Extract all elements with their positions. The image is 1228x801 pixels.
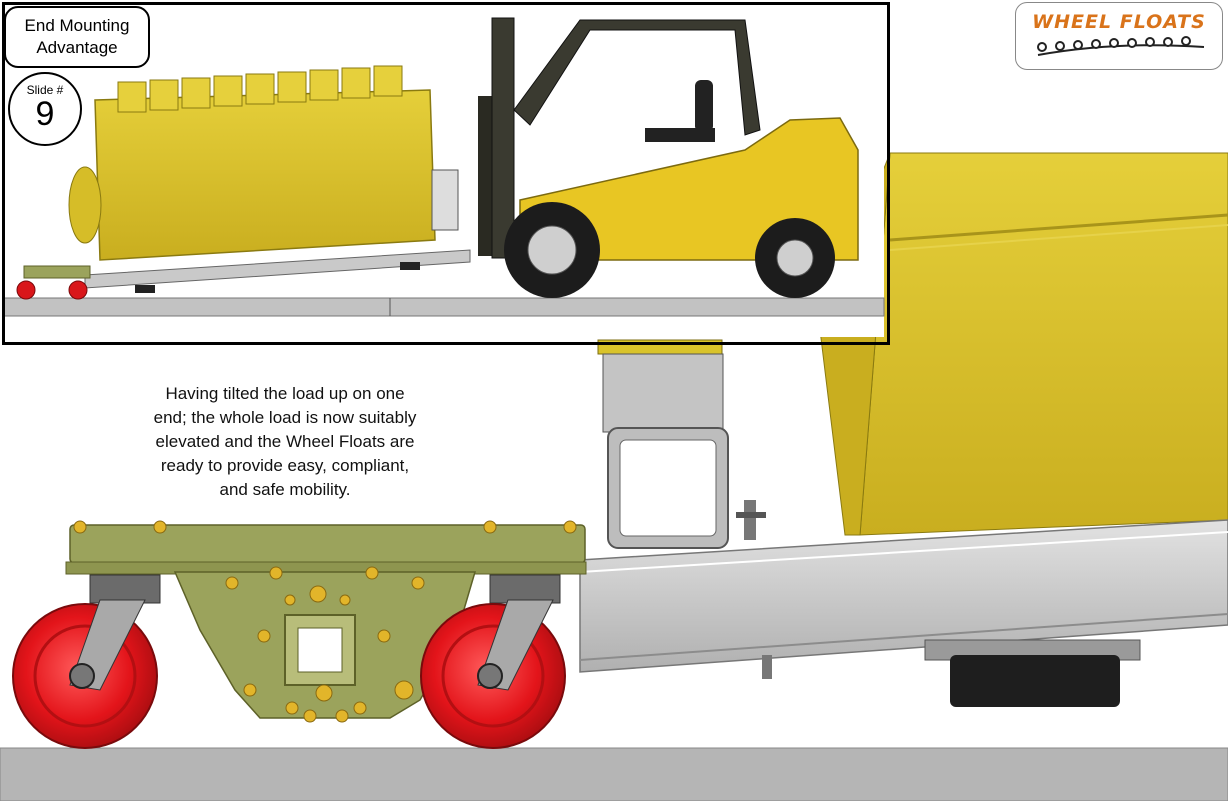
skid-rail <box>579 519 1228 707</box>
floor <box>0 747 1228 801</box>
mounting-post <box>597 339 766 549</box>
wheel-left <box>12 599 158 749</box>
wheel-right <box>420 599 566 749</box>
slide-number-label: Slide # <box>26 83 64 97</box>
caption-line-3: elevated and the Wheel Floats are <box>155 432 415 451</box>
caption-line-1: Having tilted the load up on one <box>165 384 405 403</box>
wheel-float-carriage <box>65 520 587 723</box>
inset-frame <box>2 2 890 345</box>
slide-number-badge: Slide # 9 <box>8 72 82 146</box>
slide-number: 9 <box>35 95 55 133</box>
logo-text: WHEEL FLOATS <box>1032 11 1206 33</box>
forklift <box>478 17 859 298</box>
logo-wheels-icon <box>1037 36 1205 56</box>
slide-title: End Mounting Advantage <box>4 6 150 68</box>
caption-text: Having tilted the load up on one end; th… <box>120 382 450 502</box>
engine-block <box>68 65 471 293</box>
caption-line-4: ready to provide easy, compliant, <box>160 456 410 475</box>
wheel-floats-logo: WHEEL FLOATS <box>1015 2 1223 70</box>
slide-title-line-1: End Mounting <box>24 16 130 35</box>
inset-scene <box>3 4 885 337</box>
slide-title-line-2: Advantage <box>36 38 118 57</box>
caption-line-2: end; the whole load is now suitably <box>153 408 417 427</box>
inset-wheel-float <box>16 265 91 300</box>
caption-line-5: and safe mobility. <box>219 480 351 499</box>
